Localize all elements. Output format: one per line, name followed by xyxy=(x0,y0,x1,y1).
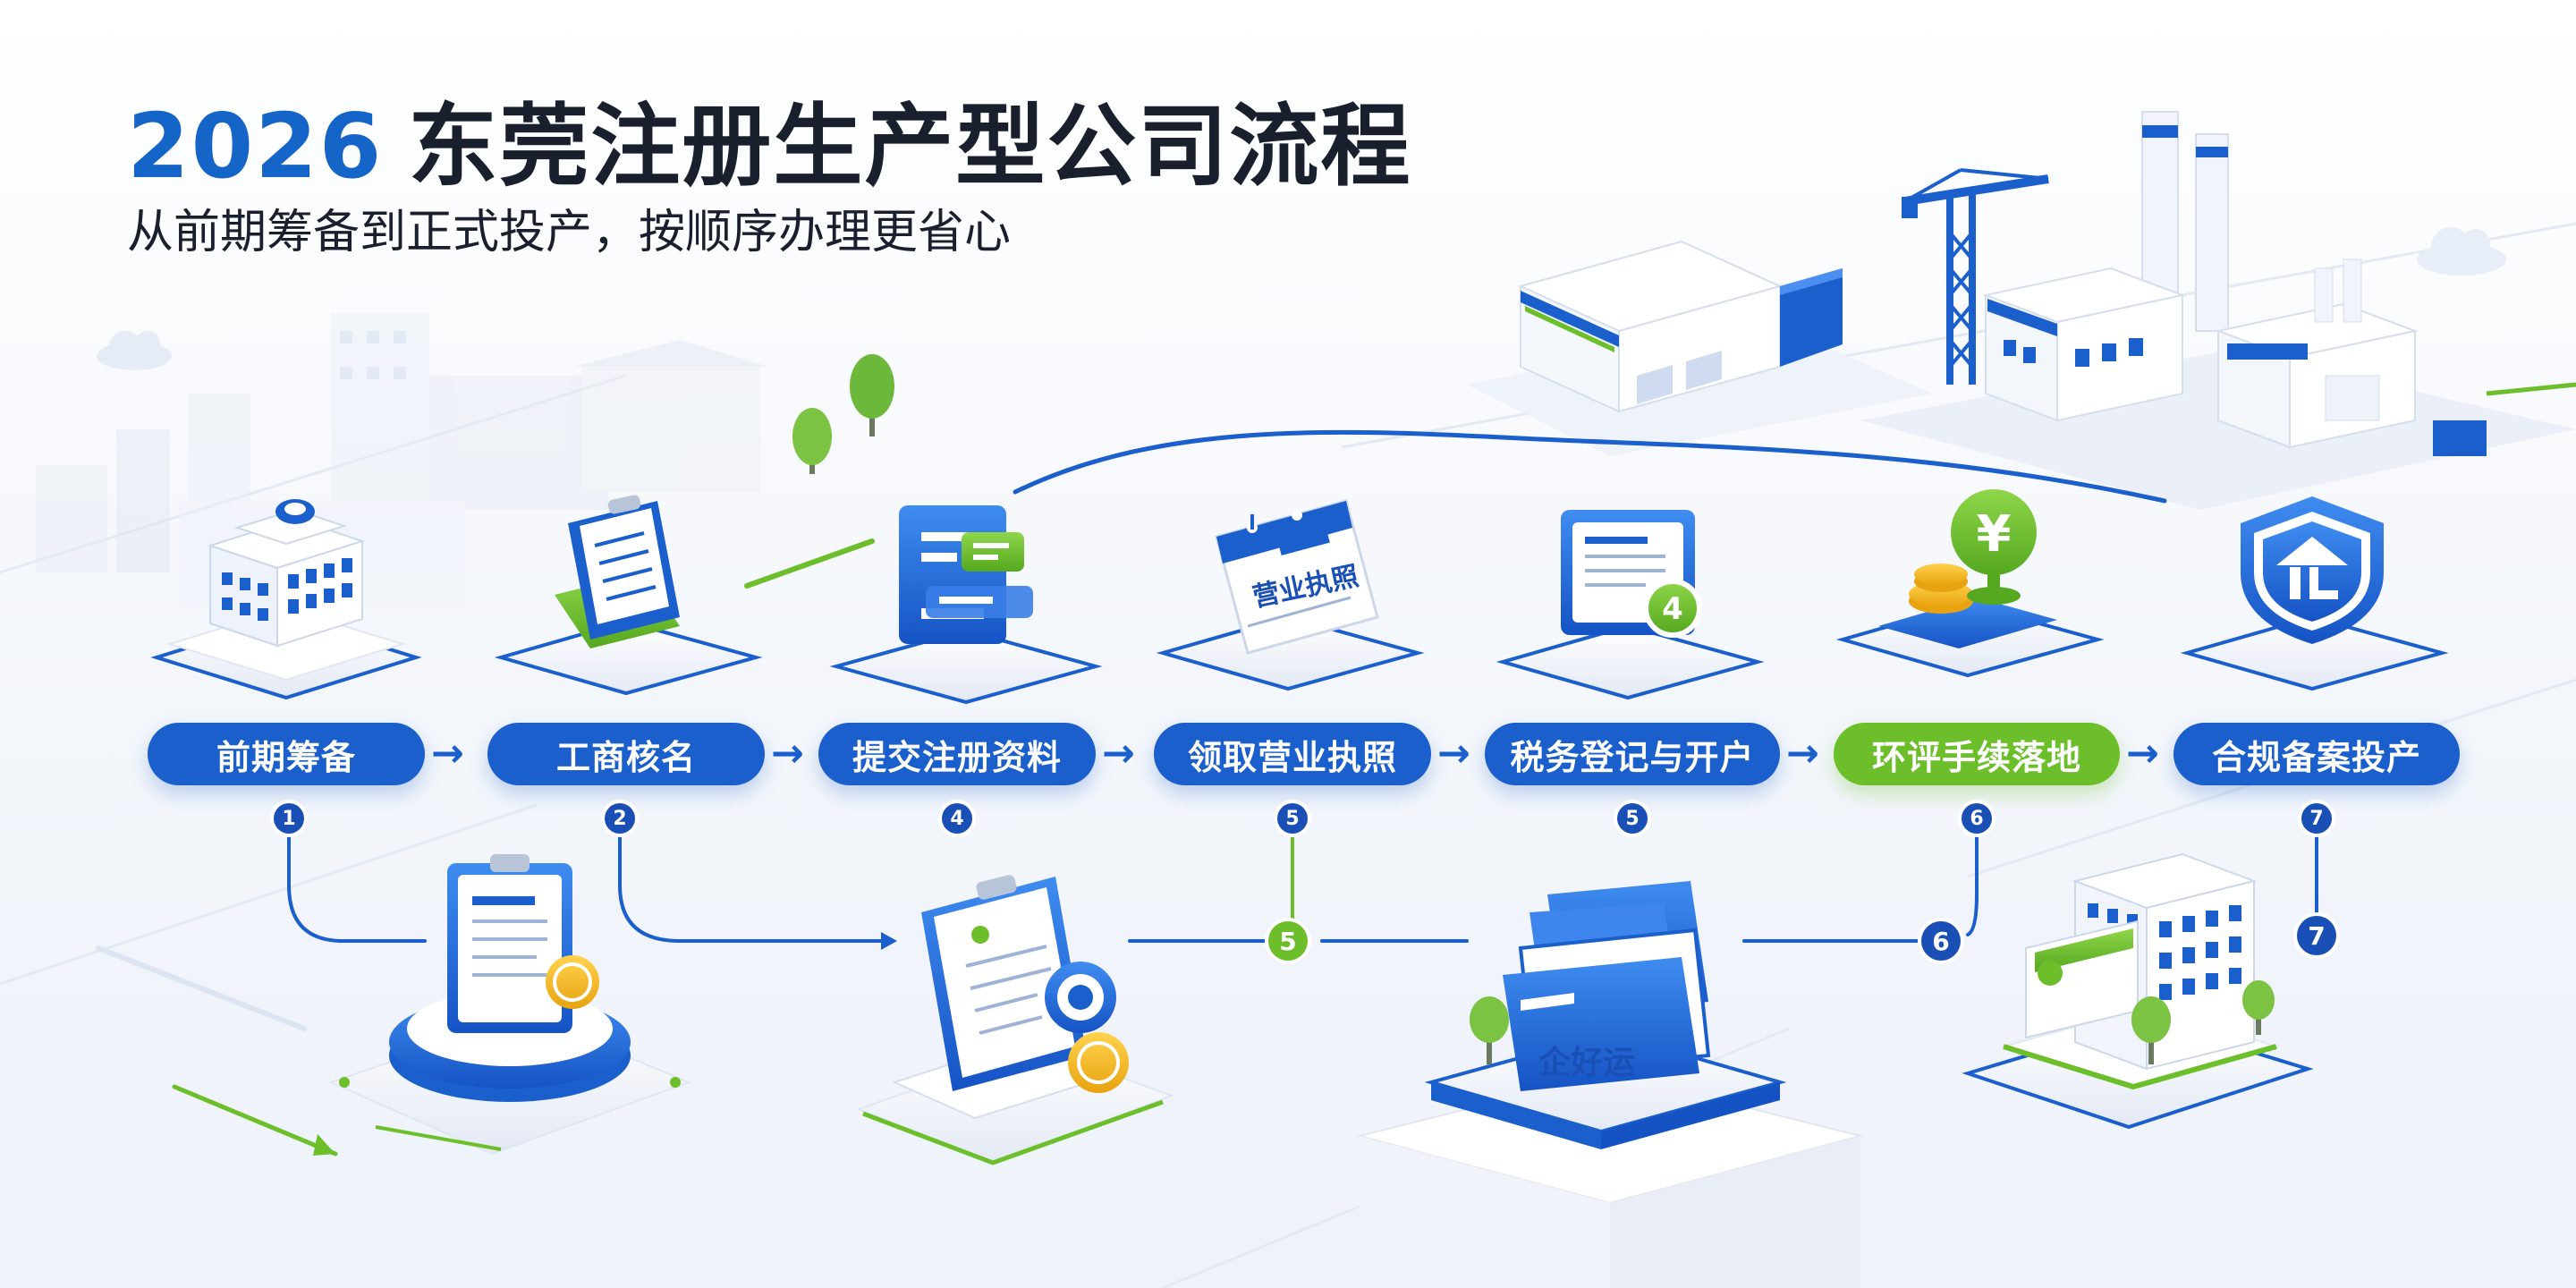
arrow-right-icon: → xyxy=(431,731,464,776)
connector-badge: 7 xyxy=(2297,916,2336,955)
step-number-badge: 2 xyxy=(605,803,635,834)
step-pill-environmental[interactable]: 环评手续落地 xyxy=(1834,723,2120,785)
arrow-right-icon: → xyxy=(1786,731,1819,776)
page-subtitle: 从前期筹备到正式投产，按顺序办理更省心 xyxy=(127,206,1012,259)
office-building-icon xyxy=(150,499,422,700)
connector-badge: 6 xyxy=(1921,921,1961,961)
step-number-badge: 4 xyxy=(942,803,972,834)
connector-badge: 5 xyxy=(1268,921,1308,961)
title-year: 2026 xyxy=(127,94,384,199)
factory-warehouse-illustration xyxy=(1467,240,1932,456)
step-pill-submit-documents[interactable]: 提交注册资料 xyxy=(818,723,1096,785)
step-number-badge: 5 xyxy=(1617,803,1648,834)
step-pill-tax-and-bank[interactable]: 税务登记与开户 xyxy=(1485,723,1780,785)
tree-icons-top xyxy=(792,354,894,474)
business-license-calendar-icon: 营业执照 xyxy=(1156,499,1425,691)
registration-document-icon xyxy=(829,505,1103,705)
production-building-illustration xyxy=(1962,852,2314,1130)
environment-fee-coins-icon: ¥ xyxy=(1835,489,2105,678)
step-number-badge: 5 xyxy=(1277,803,1308,834)
cloud-icon-right xyxy=(2417,227,2506,275)
yuan-symbol: ¥ xyxy=(1977,505,2012,564)
tax-registration-document-icon: 4 xyxy=(1496,510,1765,700)
step-number-badge: 1 xyxy=(274,803,304,834)
arrow-right-icon: → xyxy=(1102,731,1135,776)
crane-and-plant-illustration xyxy=(1860,111,2576,510)
arrow-right-icon: → xyxy=(771,731,804,776)
compliance-shield-icon xyxy=(2180,496,2449,691)
clipboard-checklist-icon xyxy=(494,495,763,696)
arrow-right-icon: → xyxy=(2126,731,2159,776)
doc-badge-number: 4 xyxy=(1662,591,1683,627)
step-number-badge: 6 xyxy=(1962,803,1992,834)
file-box-label: 企好运 xyxy=(1538,1044,1635,1081)
step-pill-business-license[interactable]: 领取营业执照 xyxy=(1154,723,1431,785)
name-check-clipboard-illustration xyxy=(328,854,691,1156)
step-number-badge: 7 xyxy=(2301,803,2332,834)
title-text: 东莞注册生产型公司流程 xyxy=(408,94,1412,199)
submit-documents-clipboard-illustration xyxy=(856,875,1174,1165)
step-pill-name-check[interactable]: 工商核名 xyxy=(487,723,765,785)
license-file-box-illustration: 企好运 xyxy=(1356,881,1864,1288)
flow-connector-lines xyxy=(96,429,2318,1157)
cloud-icon-left xyxy=(97,331,172,370)
step-pill-prep[interactable]: 前期筹备 xyxy=(148,723,425,785)
step-pill-compliance[interactable]: 合规备案投产 xyxy=(2174,723,2460,785)
arrow-right-icon: → xyxy=(1437,731,1470,776)
